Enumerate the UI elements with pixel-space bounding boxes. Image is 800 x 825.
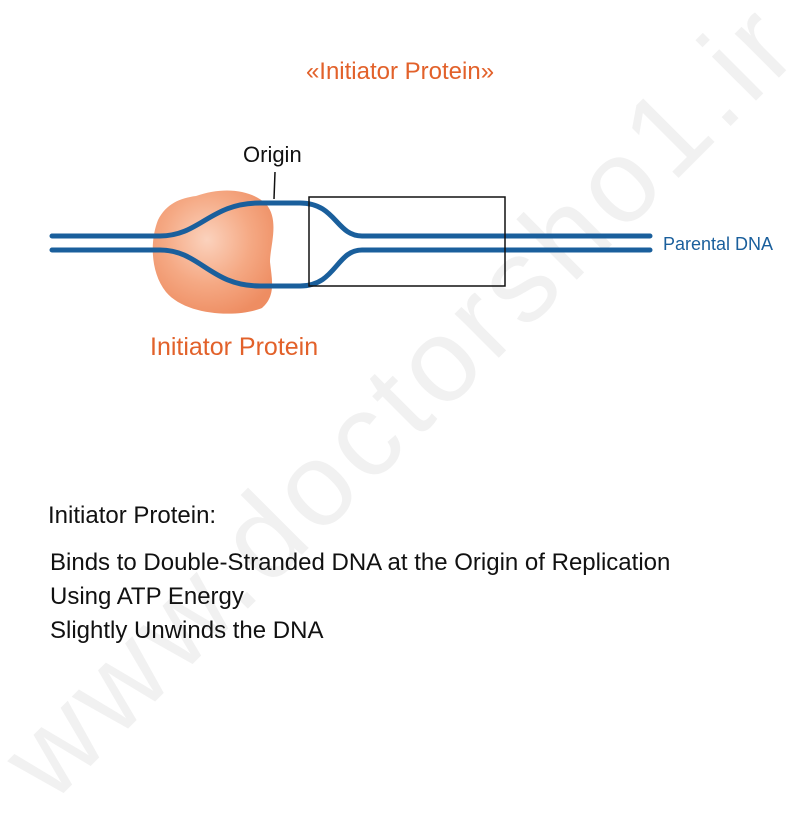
dna-bottom-strand	[49, 247, 653, 289]
dna-top-strand	[49, 200, 653, 239]
description-point: Using ATP Energy	[50, 583, 244, 610]
diagram-title: «Initiator Protein»	[305, 58, 495, 85]
description-point: Slightly Unwinds the DNA	[50, 617, 324, 644]
description-point: Binds to Double-Stranded DNA at the Orig…	[50, 549, 671, 576]
initiator-protein-label: Initiator Protein	[150, 333, 319, 361]
origin-pointer-line	[273, 171, 276, 200]
origin-label: Origin	[243, 142, 302, 167]
description-heading: Initiator Protein:	[48, 502, 217, 529]
parental-dna-label: Parental DNA	[663, 234, 774, 254]
description-list: Binds to Double-Stranded DNA at the Orig…	[50, 546, 670, 648]
dna-replication-diagram	[49, 171, 653, 314]
highlight-box	[308, 196, 506, 287]
